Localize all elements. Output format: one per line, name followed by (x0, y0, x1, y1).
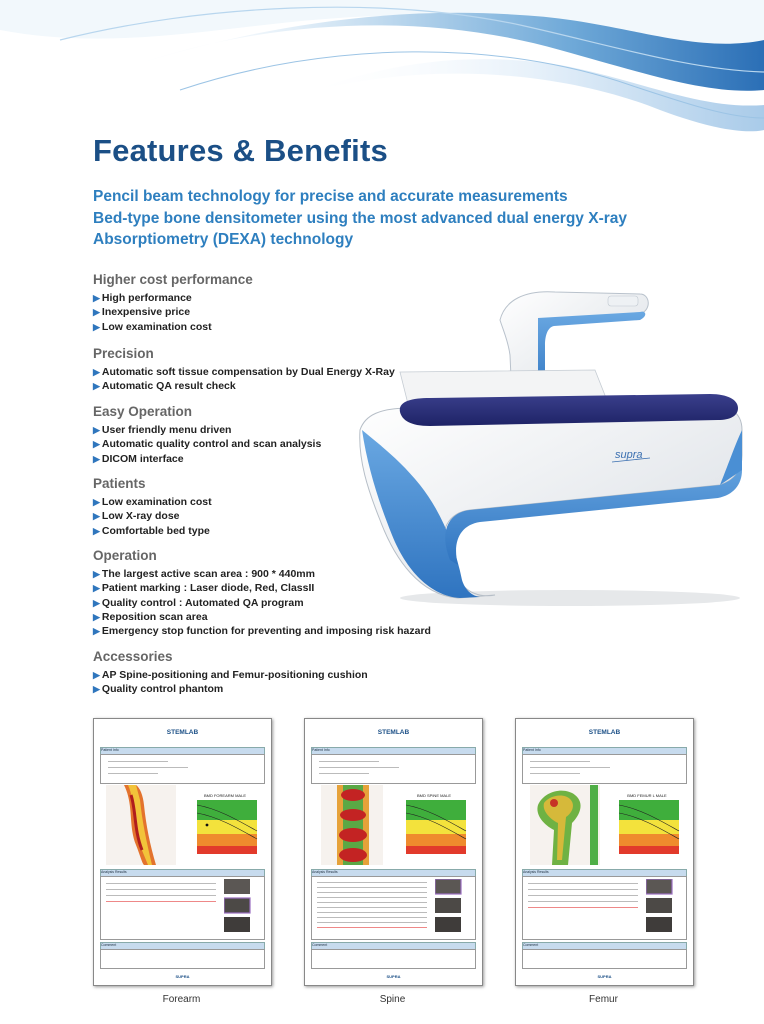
feature-item: ▶AP Spine-positioning and Femur-position… (93, 669, 368, 681)
densitometer-machine-image: supra (359, 291, 743, 606)
report-footer: SUPRA (597, 974, 612, 979)
report-femur: STEMLAB Patient Info BMD FEMUR L MALE An… (515, 718, 694, 986)
triangle-bullet-icon: ▶ (93, 381, 100, 392)
chart-title: BMD SPINE MALE (417, 793, 451, 798)
subtitle-line: Bed-type bone densitometer using the mos… (93, 209, 628, 227)
report-footer: SUPRA (175, 974, 190, 979)
section-heading: Operation (93, 548, 157, 563)
subtitle-line: Absorptiometry (DEXA) technology (93, 231, 354, 248)
feature-item: ▶Comfortable bed type (93, 524, 210, 537)
feature-item: ▶Automatic soft tissue compensation by D… (93, 366, 395, 378)
section-heading: Easy Operation (93, 404, 193, 419)
section-operation: Operation ▶The largest active scan area … (93, 548, 431, 638)
report-caption-spine: Spine (379, 994, 406, 1005)
triangle-bullet-icon: ▶ (93, 684, 100, 695)
feature-item: ▶High performance (93, 292, 192, 304)
report-analysis-box (100, 876, 265, 940)
subtitle-line: Pencil beam technology for precise and a… (93, 188, 568, 205)
section-heading: Accessories (93, 649, 173, 664)
triangle-bullet-icon: ▶ (93, 611, 100, 622)
triangle-bullet-icon: ▶ (93, 293, 100, 303)
section-accessories: Accessories ▶AP Spine-positioning and Fe… (93, 649, 368, 697)
subtitle: Pencil beam technology for precise and a… (93, 186, 627, 251)
report-caption-femur: Femur (589, 994, 618, 1005)
section-precision: Precision ▶Automatic soft tissue compens… (93, 346, 395, 394)
triangle-bullet-icon: ▶ (93, 511, 100, 522)
triangle-bullet-icon: ▶ (93, 321, 100, 332)
bone-sample-images (224, 879, 251, 932)
feature-item: ▶The largest active scan area : 900 * 44… (93, 568, 315, 580)
section-heading: Higher cost performance (93, 272, 253, 287)
forearm-scan-image (106, 785, 176, 865)
triangle-bullet-icon: ▶ (93, 670, 100, 680)
triangle-bullet-icon: ▶ (93, 425, 100, 435)
report-brand: STEMLAB (377, 729, 410, 736)
triangle-bullet-icon: ▶ (93, 453, 100, 464)
feature-item: ▶Quality control phantom (93, 683, 224, 696)
feature-item: ▶Patient marking : Laser diode, Red, Cla… (93, 582, 315, 595)
report-comment-box (311, 949, 476, 969)
report-brand: STEMLAB (166, 729, 199, 736)
femur-scan-image (530, 785, 600, 865)
report-footer: SUPRA (386, 974, 401, 979)
triangle-bullet-icon: ▶ (93, 569, 100, 579)
triangle-bullet-icon: ▶ (93, 307, 100, 318)
triangle-bullet-icon: ▶ (93, 439, 100, 450)
report-patient-box (311, 754, 476, 784)
report-analysis-box (311, 876, 476, 940)
section-easy-operation: Easy Operation ▶User friendly menu drive… (93, 404, 321, 466)
bmd-chart: BMD FOREARM MALE (196, 793, 258, 854)
feature-item: ▶User friendly menu driven (93, 424, 232, 436)
triangle-bullet-icon: ▶ (93, 626, 100, 637)
report-analysis-box (522, 876, 687, 940)
report-patient-box (522, 754, 687, 784)
report-patient-box (100, 754, 265, 784)
chart-title: BMD FOREARM MALE (204, 793, 246, 798)
page-title: Features & Benefits (93, 133, 388, 168)
machine-logo: supra (615, 449, 643, 461)
section-heading: Patients (93, 476, 146, 491)
feature-item: ▶Reposition scan area (93, 610, 208, 623)
feature-item: ▶Inexpensive price (93, 306, 191, 319)
triangle-bullet-icon: ▶ (93, 583, 100, 594)
report-brand: STEMLAB (588, 729, 621, 736)
triangle-bullet-icon: ▶ (93, 597, 100, 608)
feature-item: ▶Emergency stop function for preventing … (93, 625, 431, 638)
feature-item: ▶Automatic quality control and scan anal… (93, 438, 322, 451)
section-cost-performance: Higher cost performance ▶High performanc… (93, 272, 253, 334)
chart-title: BMD FEMUR L MALE (627, 793, 667, 798)
report-caption-forearm: Forearm (162, 994, 201, 1005)
report-comment-box (522, 949, 687, 969)
feature-item: ▶Low X-ray dose (93, 510, 180, 523)
feature-item: ▶Low examination cost (93, 320, 212, 333)
feature-item: ▶Quality control : Automated QA program (93, 596, 304, 609)
bone-sample-images (646, 879, 673, 932)
triangle-bullet-icon: ▶ (93, 497, 100, 507)
bmd-chart: BMD SPINE MALE (405, 793, 467, 854)
spine-scan-image (321, 785, 383, 865)
triangle-bullet-icon: ▶ (93, 367, 100, 377)
report-comment-box (100, 949, 265, 969)
feature-item: ▶Low examination cost (93, 496, 212, 508)
bmd-chart: BMD FEMUR L MALE (618, 793, 680, 854)
feature-item: ▶DICOM interface (93, 452, 184, 465)
report-spine: STEMLAB Patient Info BMD SPINE MALE Anal… (304, 718, 483, 986)
report-forearm: STEMLAB Patient Info BMD FOREARM MALE An… (93, 718, 272, 986)
section-patients: Patients ▶Low examination cost ▶Low X-ra… (93, 476, 212, 538)
feature-item: ▶Automatic QA result check (93, 380, 236, 393)
header-wave-decoration (0, 0, 764, 132)
bone-sample-images (435, 879, 462, 932)
section-heading: Precision (93, 346, 154, 361)
triangle-bullet-icon: ▶ (93, 525, 100, 536)
